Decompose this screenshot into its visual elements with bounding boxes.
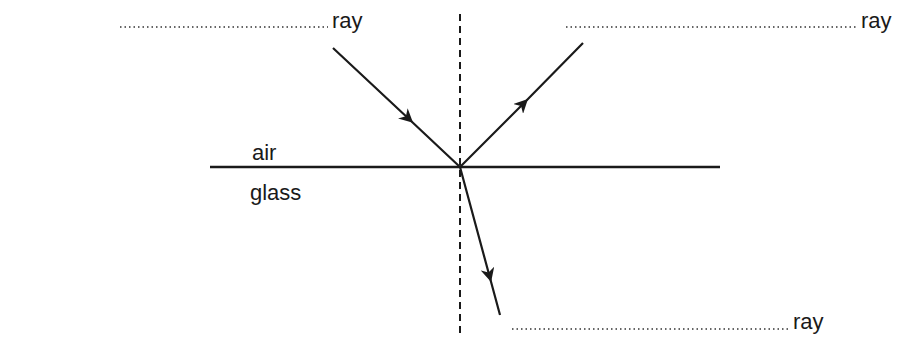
answer-dots: [120, 26, 328, 28]
ray-label: ray: [332, 8, 363, 34]
medium-label: air: [252, 140, 276, 166]
ray-label: ray: [861, 8, 892, 34]
boundary-line: [210, 166, 720, 169]
answer-dots: [566, 26, 856, 28]
normal-line: [459, 14, 461, 336]
answer-dots: [512, 328, 788, 330]
reflected-ray: [460, 43, 583, 167]
incident-ray: [333, 48, 460, 167]
ray-label: ray: [793, 309, 824, 335]
medium-label: glass: [250, 180, 301, 206]
refracted-ray: [460, 167, 500, 315]
